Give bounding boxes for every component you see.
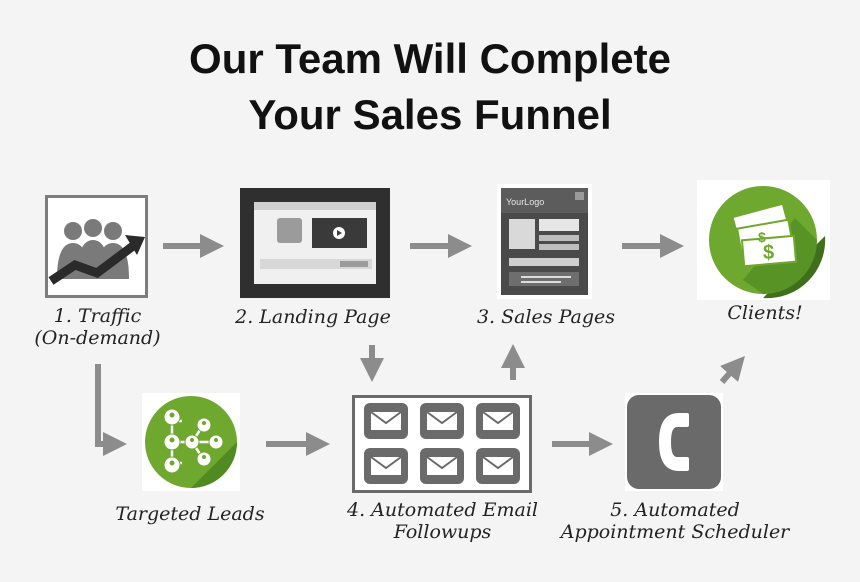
leads-node: [142, 393, 240, 496]
traffic-label-2: (On-demand): [34, 327, 161, 349]
email-label-1: 4. Automated Email: [347, 499, 538, 521]
arrow-traffic-to-leads: [95, 364, 127, 456]
appointment-node: [625, 393, 723, 496]
svg-text:$: $: [758, 229, 766, 245]
sales-label: 3. Sales Pages: [476, 306, 616, 328]
money-icon: $ $: [697, 180, 830, 300]
sales-logo-text: YourLogo: [506, 197, 544, 207]
arrow-phone-to-clients: [719, 356, 745, 384]
title-line-1: Our Team Will Complete: [189, 35, 671, 82]
landing-node: [240, 188, 390, 303]
traffic-node: [45, 195, 148, 303]
sales-page-icon: YourLogo: [497, 184, 592, 299]
landing-page-icon: [240, 188, 390, 298]
traffic-label-1: 1. Traffic: [53, 305, 142, 327]
svg-text:$: $: [763, 242, 774, 264]
appointment-label-1: 5. Automated: [610, 499, 740, 521]
email-grid-icon: [352, 395, 532, 493]
clients-node: $ $: [697, 180, 830, 305]
email-label-2: Followups: [393, 521, 492, 543]
traffic-growth-icon: [45, 195, 148, 298]
clients-label: Clients!: [727, 302, 803, 324]
email-node: [352, 395, 532, 498]
leads-label: Targeted Leads: [115, 503, 265, 525]
phone-icon: [625, 393, 723, 491]
landing-label: 2. Landing Page: [235, 306, 391, 328]
appointment-label-2: Appointment Scheduler: [560, 521, 790, 543]
lead-network-icon: [142, 393, 240, 491]
sales-node: YourLogo: [497, 184, 592, 304]
title-line-2: Your Sales Funnel: [248, 91, 612, 138]
